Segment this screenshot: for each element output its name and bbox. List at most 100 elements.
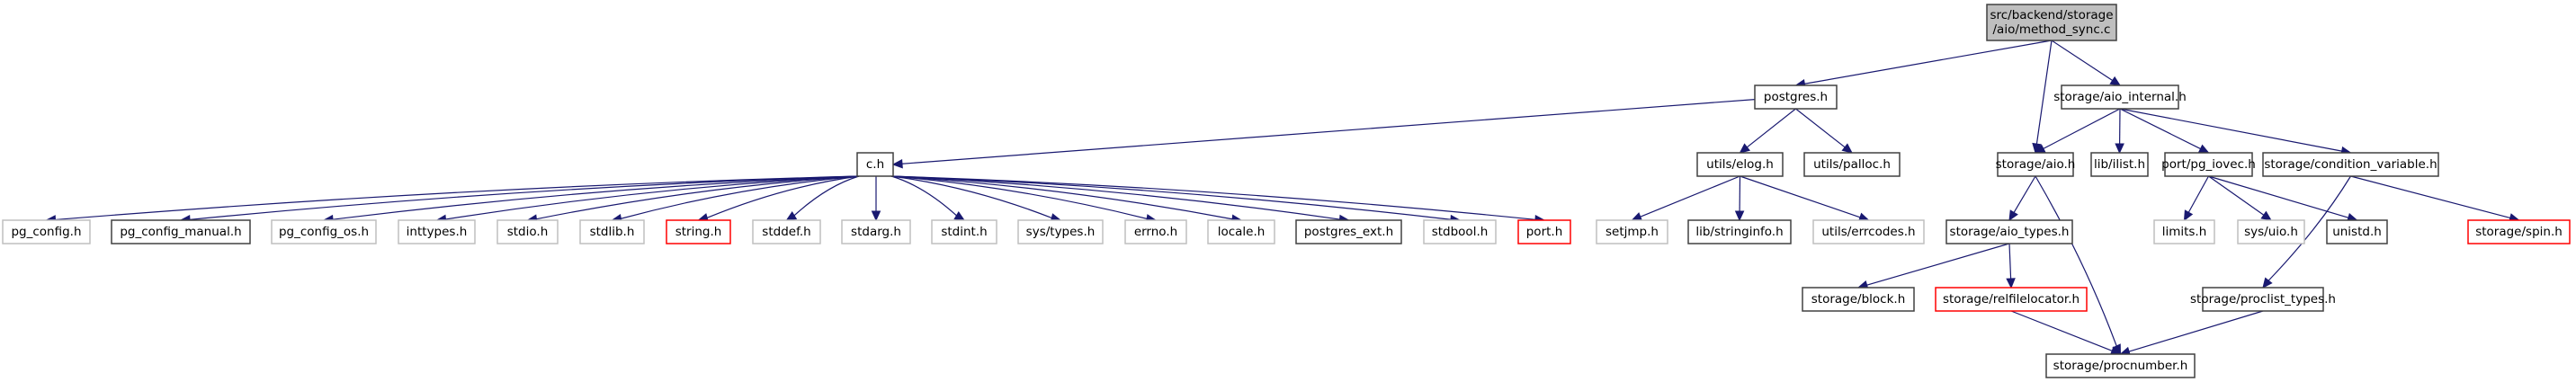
node-label: utils/errcodes.h: [1821, 225, 1915, 239]
node-label: stdbool.h: [1432, 225, 1489, 239]
node-proclist-types-h[interactable]: storage/proclist_types.h: [2190, 287, 2336, 312]
edge-aio_types_h-to-block_h: [1856, 243, 2010, 290]
node-unistd-h[interactable]: unistd.h: [2326, 219, 2388, 244]
node-postgres-ext-h[interactable]: postgres_ext.h: [1295, 219, 1402, 244]
node-box: [1997, 152, 2074, 177]
node-label: storage/aio_types.h: [1950, 225, 2070, 239]
node-box: [1812, 219, 1925, 244]
node-pg-iovec-h[interactable]: port/pg_iovec.h: [2161, 152, 2256, 177]
arrowhead-icon: [953, 211, 966, 221]
edge-line: [445, 175, 860, 220]
arrowhead-icon: [785, 211, 798, 221]
edge-line: [189, 175, 860, 220]
node-label: lib/stringinfo.h: [1695, 225, 1783, 239]
node-label: pg_config_manual.h: [120, 225, 241, 239]
node-box: [2, 219, 91, 244]
arrowhead-icon: [2197, 144, 2210, 154]
edge-line: [2008, 243, 2012, 280]
node-sys-types-h: sys/types.h: [1017, 219, 1104, 244]
edge-postgres_h-to-elog_h: [1739, 108, 1796, 154]
edge-line: [890, 175, 1148, 219]
node-stddef-h: stddef.h: [752, 219, 821, 244]
node-port-h[interactable]: port.h: [1517, 219, 1571, 244]
edge-line: [890, 175, 1052, 219]
node-label: /aio/method_sync.c: [1993, 22, 2111, 37]
node-pg-config-os-h: pg_config_os.h: [271, 219, 377, 244]
node-stdint-h: stdint.h: [931, 219, 997, 244]
node-box: [1754, 84, 1838, 110]
node-box: [841, 219, 911, 244]
node-box: [2061, 84, 2179, 110]
node-errcodes-h: utils/errcodes.h: [1812, 219, 1925, 244]
node-label: storage/proclist_types.h: [2190, 292, 2336, 306]
edge-line: [332, 175, 860, 220]
node-box: [1517, 219, 1571, 244]
node-elog-h[interactable]: utils/elog.h: [1696, 152, 1784, 177]
node-aio-h[interactable]: storage/aio.h: [1996, 152, 2076, 177]
node-label: setjmp.h: [1606, 225, 1659, 239]
edge-root-to-aio_internal_h: [2051, 40, 2122, 86]
node-spin-h[interactable]: storage/spin.h: [2467, 219, 2571, 244]
edge-line: [901, 99, 1756, 164]
arrowhead-icon: [871, 210, 881, 222]
edge-aio_internal_h-to-ilist_h: [2115, 108, 2124, 155]
node-aio-internal-h[interactable]: storage/aio_internal.h: [2053, 84, 2187, 110]
node-string-h[interactable]: string.h: [666, 219, 731, 244]
arrowhead-icon: [2115, 143, 2124, 155]
node-box: [2237, 219, 2305, 244]
node-condvar-h[interactable]: storage/condition_variable.h: [2262, 152, 2439, 177]
node-label: storage/relfilelocator.h: [1943, 292, 2080, 306]
node-box: [752, 219, 821, 244]
node-label: src/backend/storage: [1990, 8, 2113, 22]
node-locale-h: locale.h: [1207, 219, 1275, 244]
node-label: pg_config.h: [11, 225, 81, 239]
node-root[interactable]: src/backend/storage/aio/method_sync.c: [1986, 4, 2117, 41]
node-label: utils/elog.h: [1706, 157, 1774, 172]
node-box: [1687, 219, 1792, 244]
node-aio-types-h[interactable]: storage/aio_types.h: [1945, 219, 2073, 244]
edge-aio_internal_h-to-condvar_h: [2119, 108, 2352, 156]
node-label: c.h: [866, 157, 884, 172]
node-palloc-h[interactable]: utils/palloc.h: [1803, 152, 1901, 177]
node-c-h[interactable]: c.h: [856, 152, 894, 177]
node-box: [579, 219, 645, 244]
edge-condvar_h-to-proclist_types_h: [2262, 175, 2352, 289]
node-postgres-h[interactable]: postgres.h: [1754, 84, 1838, 110]
edge-line: [55, 175, 860, 221]
edge-line: [1740, 175, 1861, 218]
arrowhead-icon: [1631, 212, 1643, 221]
node-ilist-h[interactable]: lib/ilist.h: [2090, 152, 2149, 177]
edge-line: [1804, 40, 2053, 84]
node-label: storage/procnumber.h: [2053, 359, 2188, 373]
edge-line: [2350, 175, 2510, 219]
edge-line: [2043, 108, 2121, 149]
node-pg-config-manual-h[interactable]: pg_config_manual.h: [111, 219, 251, 244]
node-block-h[interactable]: storage/block.h: [1802, 287, 1915, 312]
node-label: storage/condition_variable.h: [2264, 157, 2437, 172]
node-box: [931, 219, 997, 244]
arrowhead-icon: [1739, 143, 1751, 154]
edge-line: [793, 175, 860, 217]
edge-line: [2128, 310, 2264, 352]
node-label: stdarg.h: [851, 225, 901, 239]
node-box: [2153, 219, 2215, 244]
edge-aio_internal_h-to-pg_iovec_h: [2119, 108, 2210, 154]
edge-pg_iovec_h-to-unistd_h: [2208, 175, 2358, 223]
node-stringinfo-h[interactable]: lib/stringinfo.h: [1687, 219, 1792, 244]
edge-c_h-to-pg_config_h: [45, 175, 860, 225]
node-stdlib-h: stdlib.h: [579, 219, 645, 244]
edge-line: [2051, 40, 2113, 82]
edge-proclist_types_h-to-procnumber_h: [2119, 310, 2264, 357]
edge-line: [2208, 175, 2349, 218]
node-label: string.h: [675, 225, 722, 239]
node-stdarg-h: stdarg.h: [841, 219, 911, 244]
node-errno-h: errno.h: [1124, 219, 1187, 244]
edge-line: [2013, 175, 2036, 213]
node-box: [2045, 353, 2196, 378]
node-procnumber-h[interactable]: storage/procnumber.h: [2045, 353, 2196, 378]
node-label: locale.h: [1218, 225, 1266, 239]
node-box: [398, 219, 476, 244]
node-box: [1207, 219, 1275, 244]
edge-line: [2119, 108, 2342, 152]
node-relfilelocator-h[interactable]: storage/relfilelocator.h: [1935, 287, 2088, 312]
